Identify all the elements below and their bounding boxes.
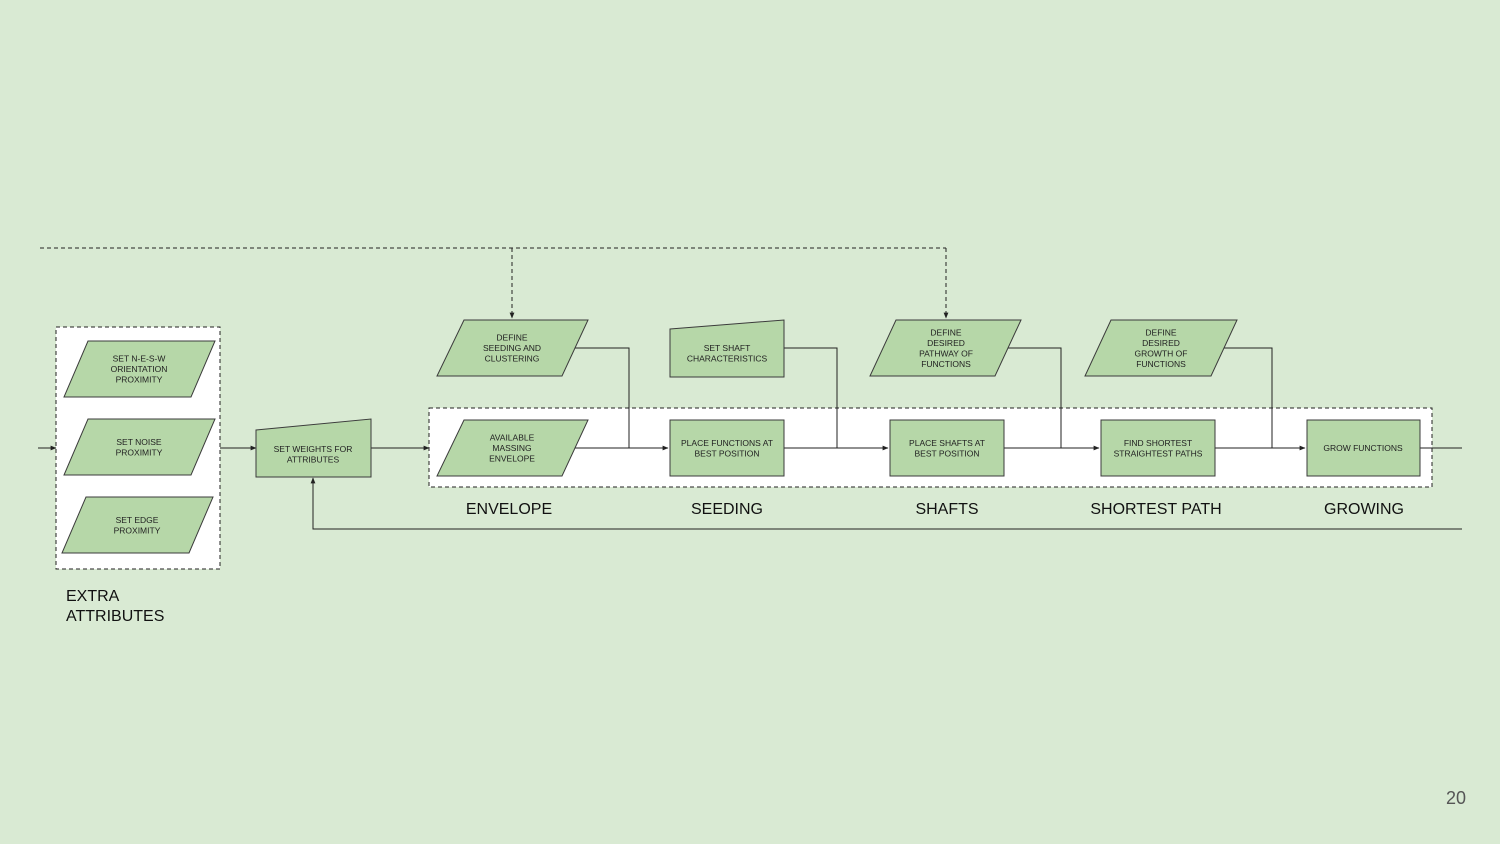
connector-seeding-definition bbox=[573, 347, 630, 448]
node-define-seeding bbox=[436, 319, 589, 377]
connector-growth-definition bbox=[1222, 347, 1273, 448]
node-shaft-characteristics bbox=[669, 319, 785, 378]
node-text-line: PROXIMITY bbox=[116, 447, 163, 457]
extra-attributes-label-line1: EXTRA bbox=[66, 588, 120, 605]
stage-label-shafts: SHAFTS bbox=[915, 501, 978, 518]
node-set-weights bbox=[255, 418, 372, 478]
node-text-line: FUNCTIONS bbox=[1136, 359, 1186, 369]
node-text-line: GROW FUNCTIONS bbox=[1323, 443, 1403, 453]
node-text-line: DEFINE bbox=[496, 333, 528, 343]
node-place-functions bbox=[669, 419, 785, 477]
node-text-line: DEFINE bbox=[930, 327, 962, 337]
node-text-line: BEST POSITION bbox=[694, 448, 759, 458]
node-text-line: CLUSTERING bbox=[485, 354, 540, 364]
node-noise-proximity bbox=[63, 418, 216, 476]
node-text-line: ENVELOPE bbox=[489, 454, 535, 464]
stage-label-seeding: SEEDING bbox=[691, 501, 763, 518]
node-text-line: DESIRED bbox=[927, 338, 965, 348]
node-define-pathway bbox=[869, 319, 1022, 377]
node-massing-envelope bbox=[436, 419, 589, 477]
node-text-line: MASSING bbox=[492, 443, 531, 453]
node-text-line: GROWTH OF bbox=[1135, 348, 1188, 358]
node-text-line: ATTRIBUTES bbox=[287, 454, 340, 464]
node-edge-proximity bbox=[61, 496, 214, 554]
node-orientation-proximity bbox=[63, 340, 216, 398]
node-text-line: ORIENTATION bbox=[111, 364, 168, 374]
node-text-line: FIND SHORTEST bbox=[1124, 438, 1192, 448]
page-number: 20 bbox=[1446, 788, 1466, 808]
extra-attributes-label-line2: ATTRIBUTES bbox=[66, 608, 164, 625]
node-text-line: PROXIMITY bbox=[116, 375, 163, 385]
node-text-line: DESIRED bbox=[1142, 338, 1180, 348]
node-text-line: STRAIGHTEST PATHS bbox=[1114, 448, 1203, 458]
node-shortest-paths bbox=[1100, 419, 1216, 477]
node-place-shafts bbox=[889, 419, 1005, 477]
stage-label-envelope: ENVELOPE bbox=[466, 501, 552, 518]
node-text-line: AVAILABLE bbox=[490, 433, 535, 443]
node-text-line: PLACE FUNCTIONS AT bbox=[681, 438, 773, 448]
node-text-line: PATHWAY OF bbox=[919, 348, 973, 358]
node-text-line: CHARACTERISTICS bbox=[687, 353, 768, 363]
connector-pathway-definition bbox=[1006, 347, 1062, 448]
node-text-line: PLACE SHAFTS AT bbox=[909, 438, 985, 448]
text-grow-functions: GROW FUNCTIONS bbox=[1323, 443, 1403, 453]
node-text-line: SET WEIGHTS FOR bbox=[274, 444, 353, 454]
node-text-line: FUNCTIONS bbox=[921, 359, 971, 369]
connector-shaft-characteristics bbox=[784, 347, 838, 448]
feedback-loop-line bbox=[310, 477, 1462, 530]
node-text-line: BEST POSITION bbox=[914, 448, 979, 458]
node-grow-functions bbox=[1306, 419, 1421, 477]
node-text-line: SEEDING AND bbox=[483, 343, 541, 353]
node-text-line: SET SHAFT bbox=[704, 343, 751, 353]
node-text-line: DEFINE bbox=[1145, 327, 1177, 337]
node-text-line: SET N-E-S-W bbox=[113, 354, 166, 364]
node-define-growth bbox=[1084, 319, 1238, 377]
stage-label-shortest-path: SHORTEST PATH bbox=[1090, 501, 1221, 518]
stage-label-growing: GROWING bbox=[1324, 501, 1404, 518]
node-text-line: SET NOISE bbox=[116, 437, 162, 447]
node-text-line: SET EDGE bbox=[116, 515, 159, 525]
node-text-line: PROXIMITY bbox=[114, 525, 161, 535]
